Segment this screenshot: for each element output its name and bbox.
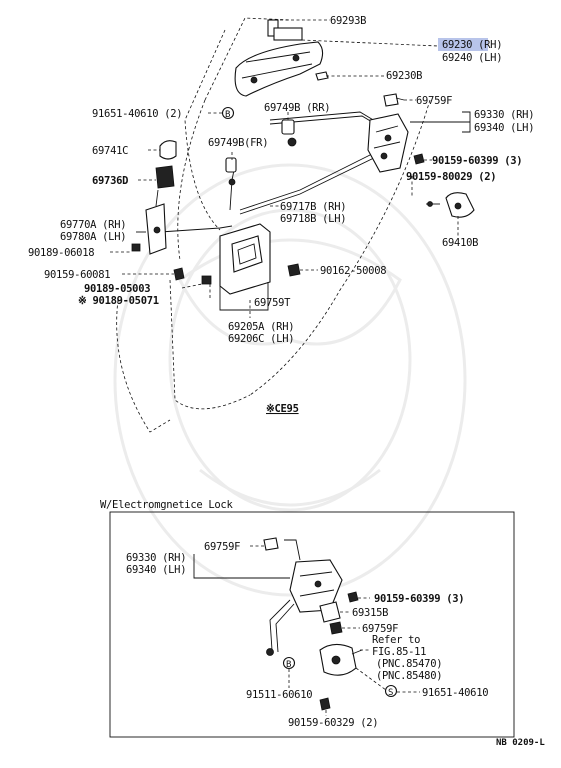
label-90159-60081: 90159-60081 bbox=[44, 269, 110, 281]
label-69330-rh: 69330 (RH) bbox=[474, 109, 534, 121]
label-69230-rh: 69230 (RH) bbox=[442, 39, 502, 51]
inset-label-69759f-top: 69759F bbox=[204, 541, 240, 553]
inset-refer-line2: FIG.85-11 bbox=[372, 646, 426, 658]
inset-label-69330-rh: 69330 (RH) bbox=[126, 552, 186, 564]
inset-b-marker: B bbox=[282, 656, 296, 670]
label-69780a-lh: 69780A (LH) bbox=[60, 231, 126, 243]
inset-bracket-69315b-part[interactable] bbox=[319, 601, 341, 623]
door-striker-part[interactable] bbox=[445, 192, 475, 218]
inset-title: W/Electromgnetice Lock bbox=[100, 499, 233, 511]
watermark-emblem bbox=[113, 163, 467, 597]
lock-clip-69759f-part[interactable] bbox=[383, 93, 405, 107]
highlight-69230 bbox=[438, 38, 488, 51]
door-lock-actuator-part[interactable] bbox=[319, 643, 363, 676]
label-69230b: 69230B bbox=[386, 70, 422, 82]
inset-label-69315b: 69315B bbox=[352, 607, 388, 619]
inside-handle-part[interactable] bbox=[219, 223, 271, 311]
inset-refer-line3: (PNC.85470) bbox=[376, 658, 442, 670]
label-ce95: ※CE95 bbox=[266, 403, 299, 415]
screw-90159-80029-part[interactable] bbox=[426, 201, 440, 207]
electromagnetic-lock-inset: W/Electromgnetice Lock bbox=[100, 499, 515, 738]
inset-label-69340-lh: 69340 (LH) bbox=[126, 564, 186, 576]
label-69759f: 69759F bbox=[416, 95, 452, 107]
inset-screw-90159-60329-part[interactable] bbox=[319, 697, 331, 711]
inset-clip-mid-part[interactable] bbox=[329, 621, 343, 635]
door-outline bbox=[116, 17, 431, 433]
label-69206c-lh: 69206C (LH) bbox=[228, 333, 294, 345]
inset-refer-line1: Refer to bbox=[372, 634, 420, 646]
label-90159-60399: 90159-60399 (3) bbox=[432, 155, 522, 167]
label-91651-40610: 91651-40610 (2) bbox=[92, 108, 182, 120]
label-69736d: 69736D bbox=[92, 175, 128, 187]
door-lock-assembly-part[interactable] bbox=[367, 113, 409, 173]
rod-clip-rr-part[interactable] bbox=[281, 119, 297, 147]
inset-label-91651-40610: 91651-40610 bbox=[422, 687, 488, 699]
diagram-code: NB 0209-L bbox=[496, 738, 545, 748]
label-69410b: 69410B bbox=[442, 237, 478, 249]
inset-label-91511-60610: 91511-60610 bbox=[246, 689, 312, 701]
lock-cylinder-part[interactable] bbox=[155, 165, 175, 189]
screw-90162-50008-part[interactable] bbox=[287, 263, 301, 277]
svg-text:B: B bbox=[225, 110, 230, 120]
inset-label-90159-60399: 90159-60399 (3) bbox=[374, 593, 464, 605]
label-69717b-rh: 69717B (RH) bbox=[280, 201, 346, 213]
svg-text:B: B bbox=[286, 660, 291, 670]
inset-clip-top-part[interactable] bbox=[263, 537, 279, 551]
inset-label-69759f-mid: 69759F bbox=[362, 623, 398, 635]
label-90189-05003: 90189-05003 bbox=[84, 283, 150, 295]
outside-door-handle-part[interactable] bbox=[234, 19, 324, 97]
inset-label-90159-60329: 90159-60329 (2) bbox=[288, 717, 378, 729]
screw-90159-60081-part[interactable] bbox=[173, 267, 185, 281]
label-69770a-rh: 69770A (RH) bbox=[60, 219, 126, 231]
rivet-90189-06018-part[interactable] bbox=[131, 243, 141, 252]
lock-lever-part[interactable] bbox=[145, 189, 167, 255]
label-69340-lh: 69340 (LH) bbox=[474, 122, 534, 134]
label-69718b-lh: 69718B (LH) bbox=[280, 213, 346, 225]
inset-screw-90159-60399-part[interactable] bbox=[347, 591, 359, 603]
screw-90159-60399-part[interactable] bbox=[413, 153, 425, 165]
lock-knob-clip-part[interactable] bbox=[159, 140, 177, 160]
inset-s-marker: S bbox=[384, 684, 398, 698]
part-labels: 69293B 69230 (RH) 69240 (LH) 69230B 9165… bbox=[28, 15, 535, 415]
label-69759t: 69759T bbox=[254, 297, 291, 309]
label-69749b-fr: 69749B(FR) bbox=[208, 137, 268, 149]
rod-clip-fr-part[interactable] bbox=[225, 157, 237, 186]
label-69741c: 69741C bbox=[92, 145, 128, 157]
inset-refer-line4: (PNC.85480) bbox=[376, 670, 442, 682]
label-90159-80029: 90159-80029 (2) bbox=[406, 171, 496, 183]
label-90189-05071: ※ 90189-05071 bbox=[78, 295, 159, 307]
inset-lock-assembly-part[interactable] bbox=[269, 539, 343, 653]
inset-grommet-part[interactable] bbox=[266, 648, 274, 656]
handle-screw-part[interactable] bbox=[315, 71, 329, 81]
rivet-90189-05003-part[interactable] bbox=[201, 275, 212, 285]
leader-lines bbox=[110, 19, 471, 318]
bolt-b-marker: B bbox=[221, 106, 235, 120]
label-69293b: 69293B bbox=[330, 15, 366, 27]
label-90162-50008: 90162-50008 bbox=[320, 265, 386, 277]
label-90189-06018: 90189-06018 bbox=[28, 247, 94, 259]
label-69749b-rr: 69749B (RR) bbox=[264, 102, 330, 114]
label-69240-lh: 69240 (LH) bbox=[442, 52, 502, 64]
linkage-rods bbox=[159, 111, 383, 233]
svg-text:S: S bbox=[388, 688, 393, 698]
label-69205a-rh: 69205A (RH) bbox=[228, 321, 294, 333]
